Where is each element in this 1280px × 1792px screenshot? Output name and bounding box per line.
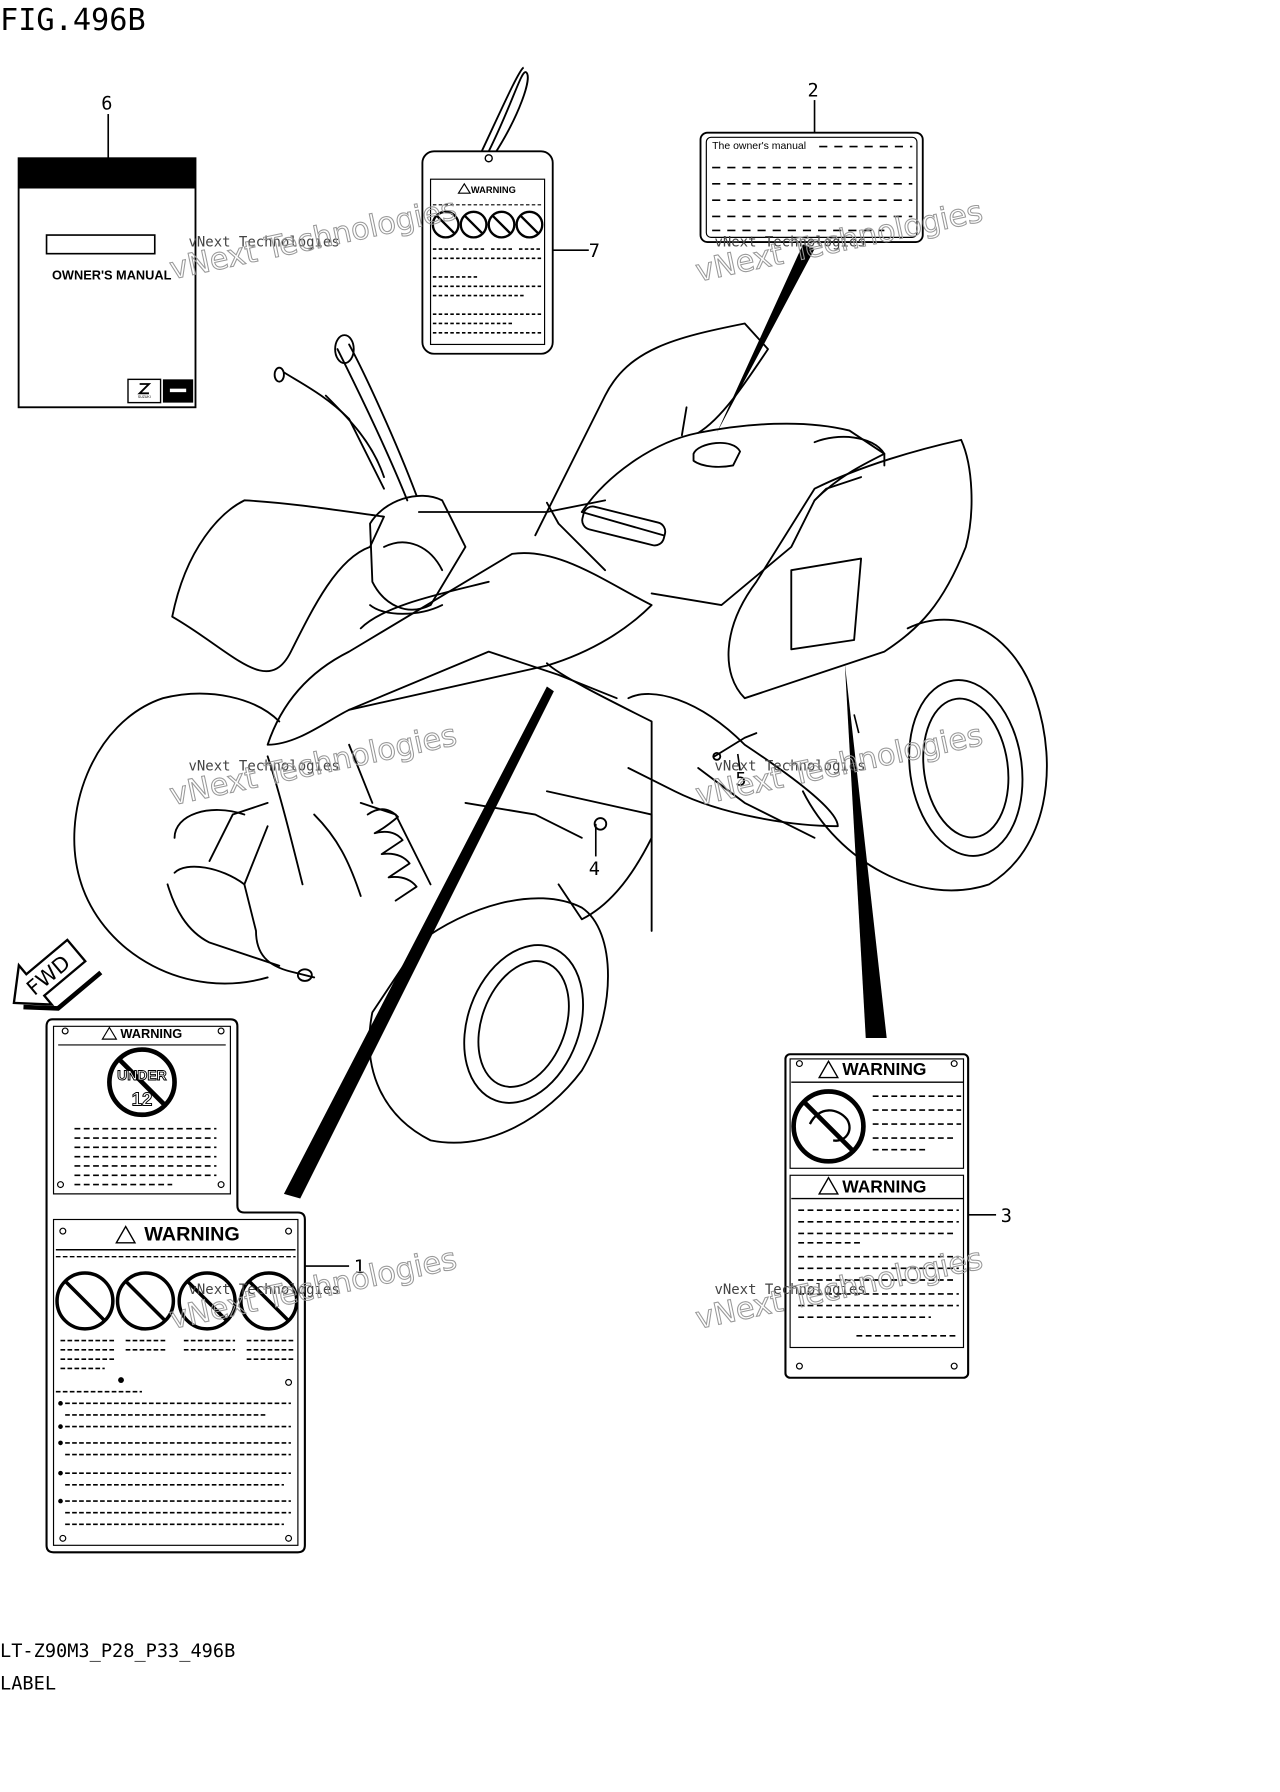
label3-warning-bottom: WARNING <box>842 1177 926 1197</box>
callout-2: 2 <box>808 81 819 102</box>
atv-drawing <box>73 322 1048 1144</box>
callout-5: 5 <box>735 769 746 790</box>
callout-3: 3 <box>1001 1206 1012 1227</box>
label1-warning-bottom: WARNING <box>144 1223 240 1245</box>
manual-notice-text: The owner's manual <box>712 141 806 152</box>
owners-manual-title: OWNER'S MANUAL <box>52 267 172 282</box>
figure-code: LT-Z90M3_P28_P33_496B <box>0 1641 235 1662</box>
svg-text:vNext Technologies: vNext Technologies <box>714 235 865 251</box>
callout-1: 1 <box>354 1257 365 1278</box>
figure-title: FIG.496B <box>0 3 146 38</box>
age-text: 12 <box>132 1088 153 1109</box>
svg-text:vNext Technologies: vNext Technologies <box>189 758 340 774</box>
suzuki-logo-text: SUZUKI <box>138 395 151 399</box>
callout-4: 4 <box>589 859 600 880</box>
tag-warning: WARNING <box>471 185 516 195</box>
watermark-1: vNext Technologies vNext Technologies <box>166 192 460 288</box>
fwd-arrow: FWD <box>12 938 103 1011</box>
svg-text:vNext Technologies: vNext Technologies <box>714 758 865 774</box>
leader-lines <box>107 100 997 1267</box>
warning-label-3: WARNING WARNING <box>784 1053 970 1379</box>
owners-manual-book: OWNER'S MANUAL SUZUKI <box>17 157 197 409</box>
svg-text:vNext Technologies: vNext Technologies <box>189 1282 340 1298</box>
svg-text:vNext Technologies: vNext Technologies <box>714 1282 865 1298</box>
watermark-4: vNext Technologies vNext Technologies <box>692 718 986 814</box>
label1-warning-top: WARNING <box>120 1026 182 1041</box>
figure-name: LABEL <box>0 1674 56 1695</box>
hang-tag: WARNING <box>421 66 554 355</box>
under-text: UNDER <box>117 1067 167 1083</box>
label3-warning-top: WARNING <box>842 1059 926 1079</box>
callout-6: 6 <box>101 93 112 114</box>
svg-text:vNext Technologies: vNext Technologies <box>189 235 340 251</box>
manual-notice-label: The owner's manual <box>699 131 924 243</box>
warning-label-1: WARNING UNDER 12 WARNING <box>45 1018 306 1554</box>
watermark-3: vNext Technologies vNext Technologies <box>166 718 460 814</box>
callout-7: 7 <box>589 241 600 262</box>
